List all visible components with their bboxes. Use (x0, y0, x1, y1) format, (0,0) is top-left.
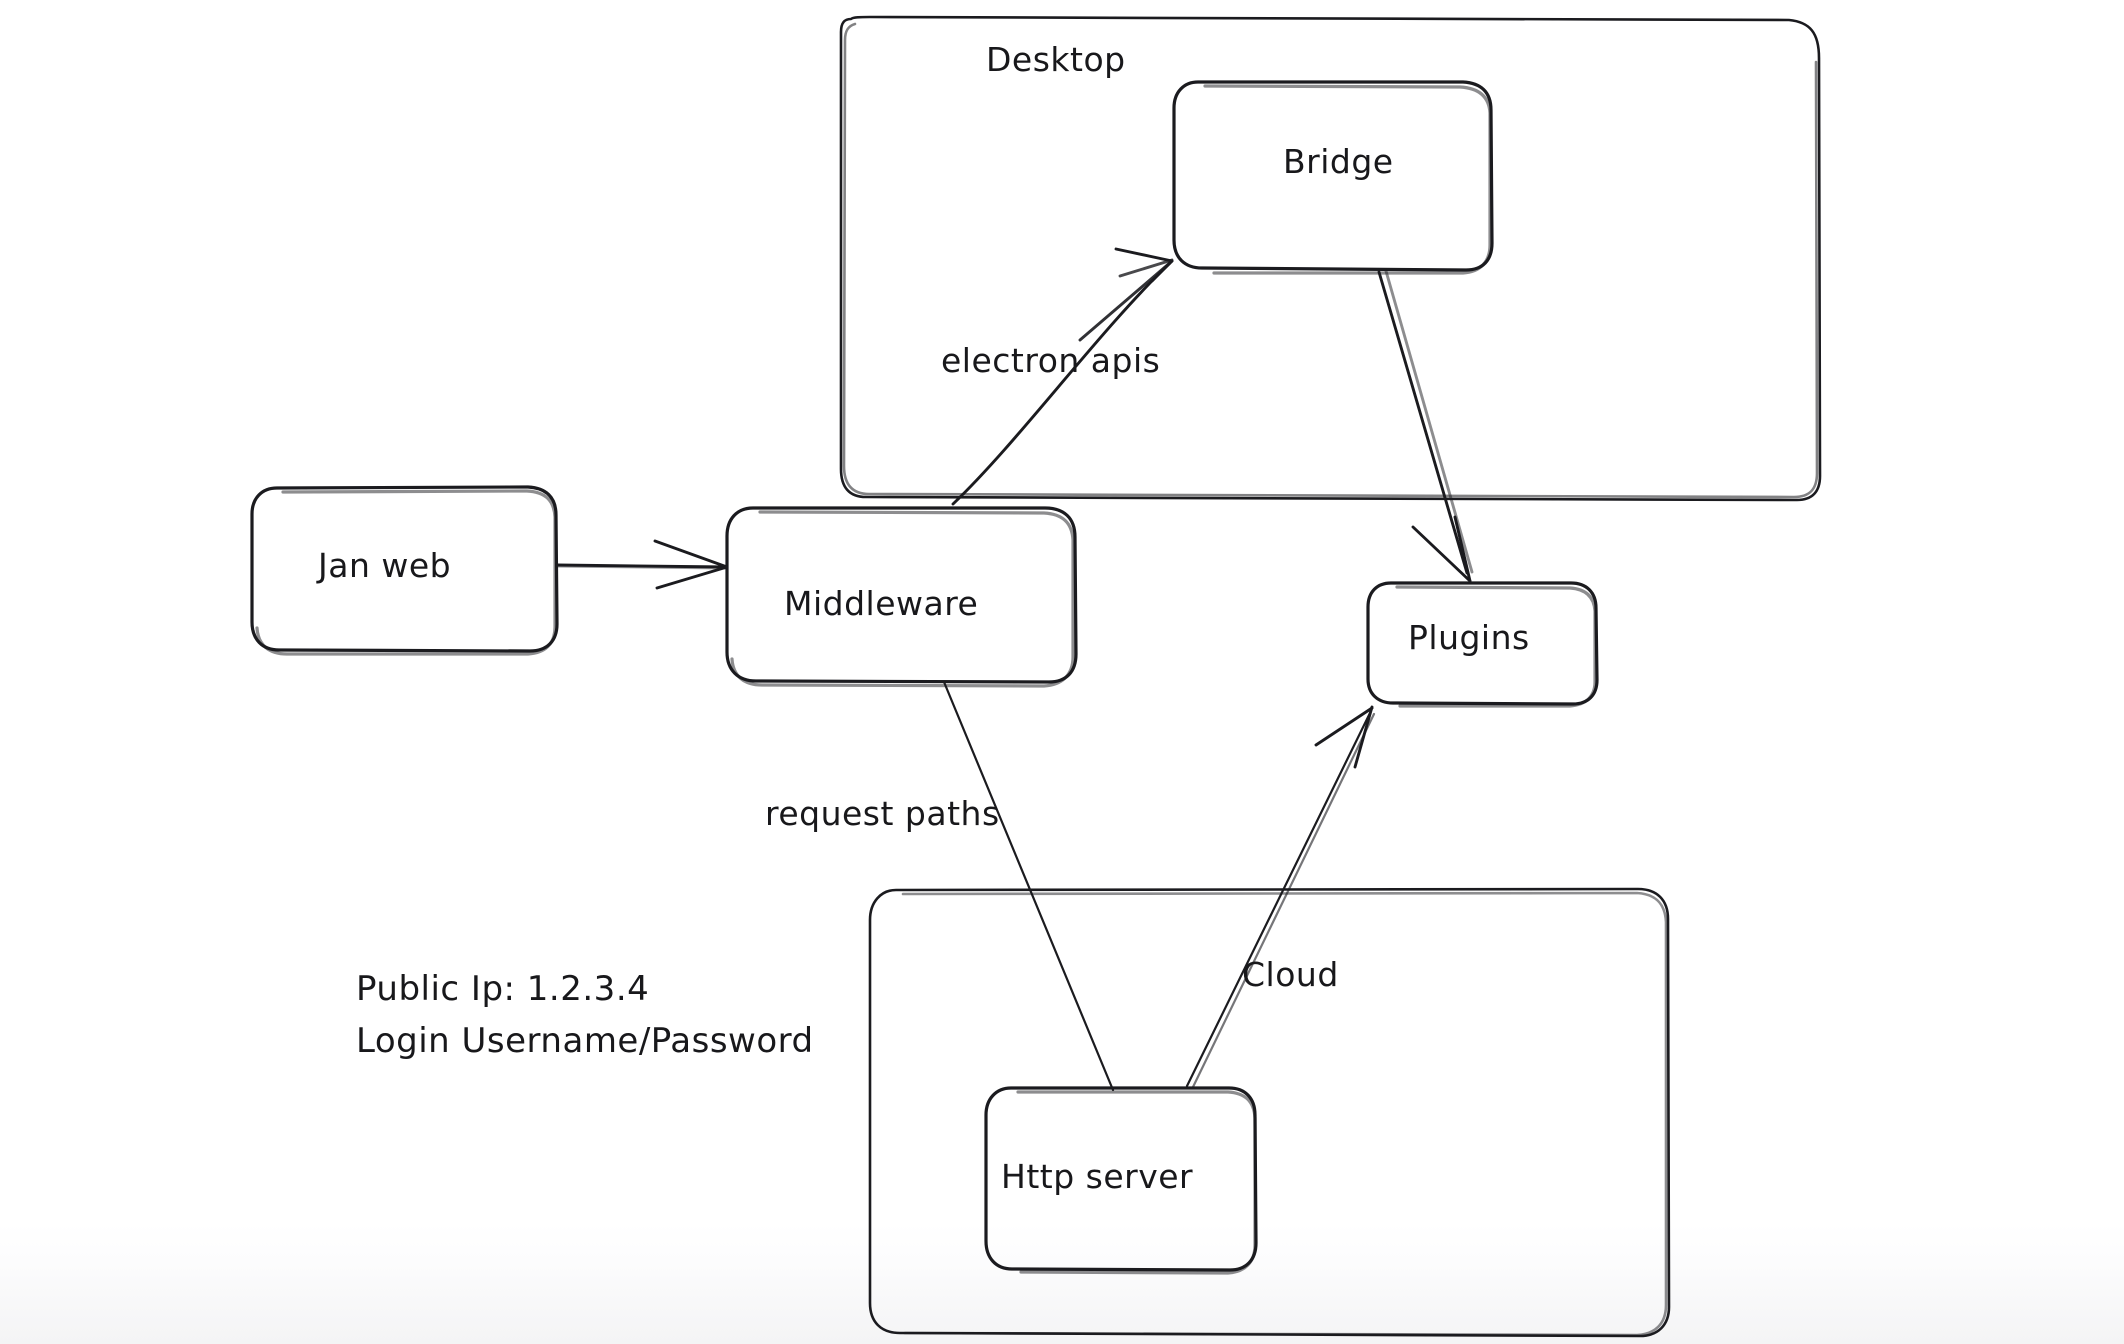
edge-http-server-to-plugins[interactable] (1185, 705, 1376, 1089)
node-label-jan-web: Jan web (318, 546, 452, 585)
node-label-bridge: Bridge (1283, 142, 1394, 181)
node-plugins-outline[interactable] (1366, 581, 1599, 708)
group-desktop-outline[interactable] (839, 15, 1822, 502)
note-public-ip: Public Ip: 1.2.3.4 (356, 969, 650, 1009)
edge-janweb-to-middleware[interactable] (555, 539, 729, 590)
group-label-desktop: Desktop (986, 40, 1126, 79)
edge-bridge-to-plugins[interactable] (1377, 269, 1474, 583)
group-cloud-outline[interactable] (868, 887, 1671, 1338)
node-bridge-outline[interactable] (1172, 80, 1494, 275)
node-label-plugins: Plugins (1408, 618, 1530, 657)
edge-middleware-to-bridge[interactable] (951, 247, 1174, 506)
notes-block: Public Ip: 1.2.3.4 Login Username/Passwo… (356, 968, 814, 1063)
edge-middleware-to-http-server[interactable] (942, 680, 1115, 1092)
node-label-http-server: Http server (1001, 1157, 1194, 1196)
edge-label-request-paths: request paths (765, 794, 1000, 833)
node-http-server-outline[interactable] (984, 1086, 1258, 1275)
edge-label-cloud: Cloud (1242, 955, 1339, 994)
node-jan-web-outline[interactable] (250, 485, 559, 656)
node-middleware-outline[interactable] (725, 506, 1078, 688)
note-login-credentials: Login Username/Password (356, 1020, 814, 1061)
node-label-middleware: Middleware (784, 584, 979, 623)
edge-label-electron-apis: electron apis (941, 341, 1161, 380)
